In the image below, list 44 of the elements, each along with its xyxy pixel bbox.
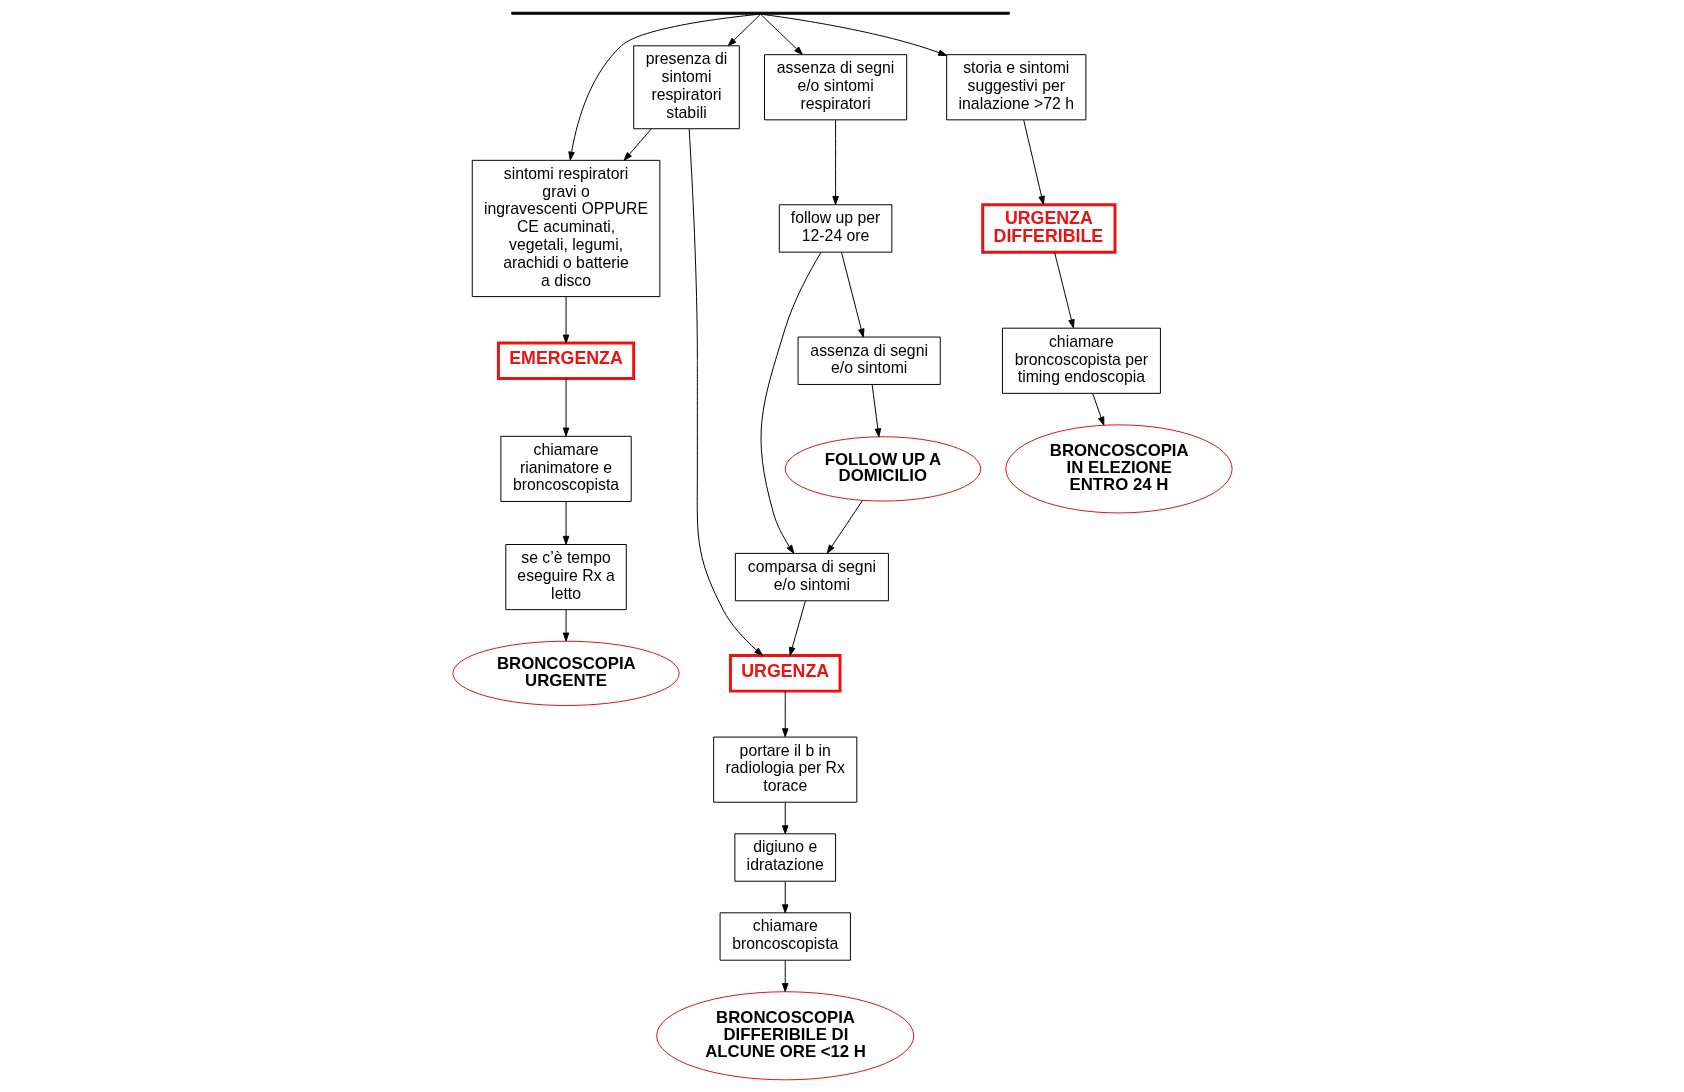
arrow bbox=[623, 128, 652, 161]
arrow bbox=[759, 13, 947, 56]
arrow bbox=[840, 251, 864, 338]
node-box: comparsa di segni e/o sintomi bbox=[734, 552, 889, 602]
node-box: EMERGENZA bbox=[496, 341, 635, 380]
node-box: URGENZA DIFFERIBILE bbox=[980, 203, 1116, 254]
node-ellipse: BRONCOSCOPIA IN ELEZIONE ENTRO 24 H bbox=[1004, 424, 1233, 514]
node-ellipse: BRONCOSCOPIA DIFFERIBILE DI ALCUNE ORE <12 H bbox=[655, 991, 914, 1081]
node-box: chiamare broncoscopista per timing endoscopia bbox=[1001, 327, 1161, 394]
arrow bbox=[1022, 119, 1045, 205]
node-bar bbox=[510, 11, 1010, 15]
node-box: se c’è tempo eseguire Rx a letto bbox=[504, 544, 627, 611]
node-box: chiamare broncoscopista bbox=[719, 912, 851, 961]
arrow bbox=[562, 296, 569, 344]
node-box: storia e sintomi suggestivi per inalazione >72 h bbox=[945, 54, 1086, 121]
arrow bbox=[781, 802, 788, 835]
node-box: follow up per 12-24 ore bbox=[778, 204, 892, 253]
node-box: chiamare rianimatore e broncoscopista bbox=[499, 435, 632, 502]
arrow bbox=[567, 13, 761, 161]
arrow bbox=[831, 119, 839, 205]
arrow bbox=[788, 600, 806, 656]
node-box: assenza di segni e/o sintomi respiratori bbox=[763, 54, 907, 121]
node-box: digiuno e idratazione bbox=[733, 833, 836, 882]
node-box: presenza di sintomi respiratori stabili bbox=[632, 45, 740, 130]
node-ellipse: FOLLOW UP A DOMICILIO bbox=[784, 436, 981, 502]
arrow bbox=[562, 609, 569, 642]
node-box: sintomi respiratori gravi o ingravescenti OPPURE CE acuminati, vegetali, legumi, arachidi o batterie a disco bbox=[471, 159, 660, 298]
arrow bbox=[781, 881, 788, 914]
arrow bbox=[781, 690, 788, 738]
node-box: URGENZA bbox=[728, 654, 841, 693]
arrow bbox=[1091, 393, 1104, 426]
arrow bbox=[781, 959, 788, 992]
arrow bbox=[562, 378, 569, 437]
node-box: assenza di segni e/o sintomi bbox=[797, 336, 941, 385]
arrow bbox=[871, 384, 881, 438]
node-ellipse: BRONCOSCOPIA URGENTE bbox=[451, 640, 680, 706]
arrow bbox=[688, 128, 763, 656]
arrow bbox=[1053, 251, 1075, 329]
arrow bbox=[826, 499, 863, 554]
node-box: portare il b in radiologia per Rx torace bbox=[712, 736, 857, 803]
arrow bbox=[759, 13, 803, 55]
arrow bbox=[727, 13, 761, 47]
arrow bbox=[562, 501, 569, 545]
arrow bbox=[760, 251, 821, 554]
